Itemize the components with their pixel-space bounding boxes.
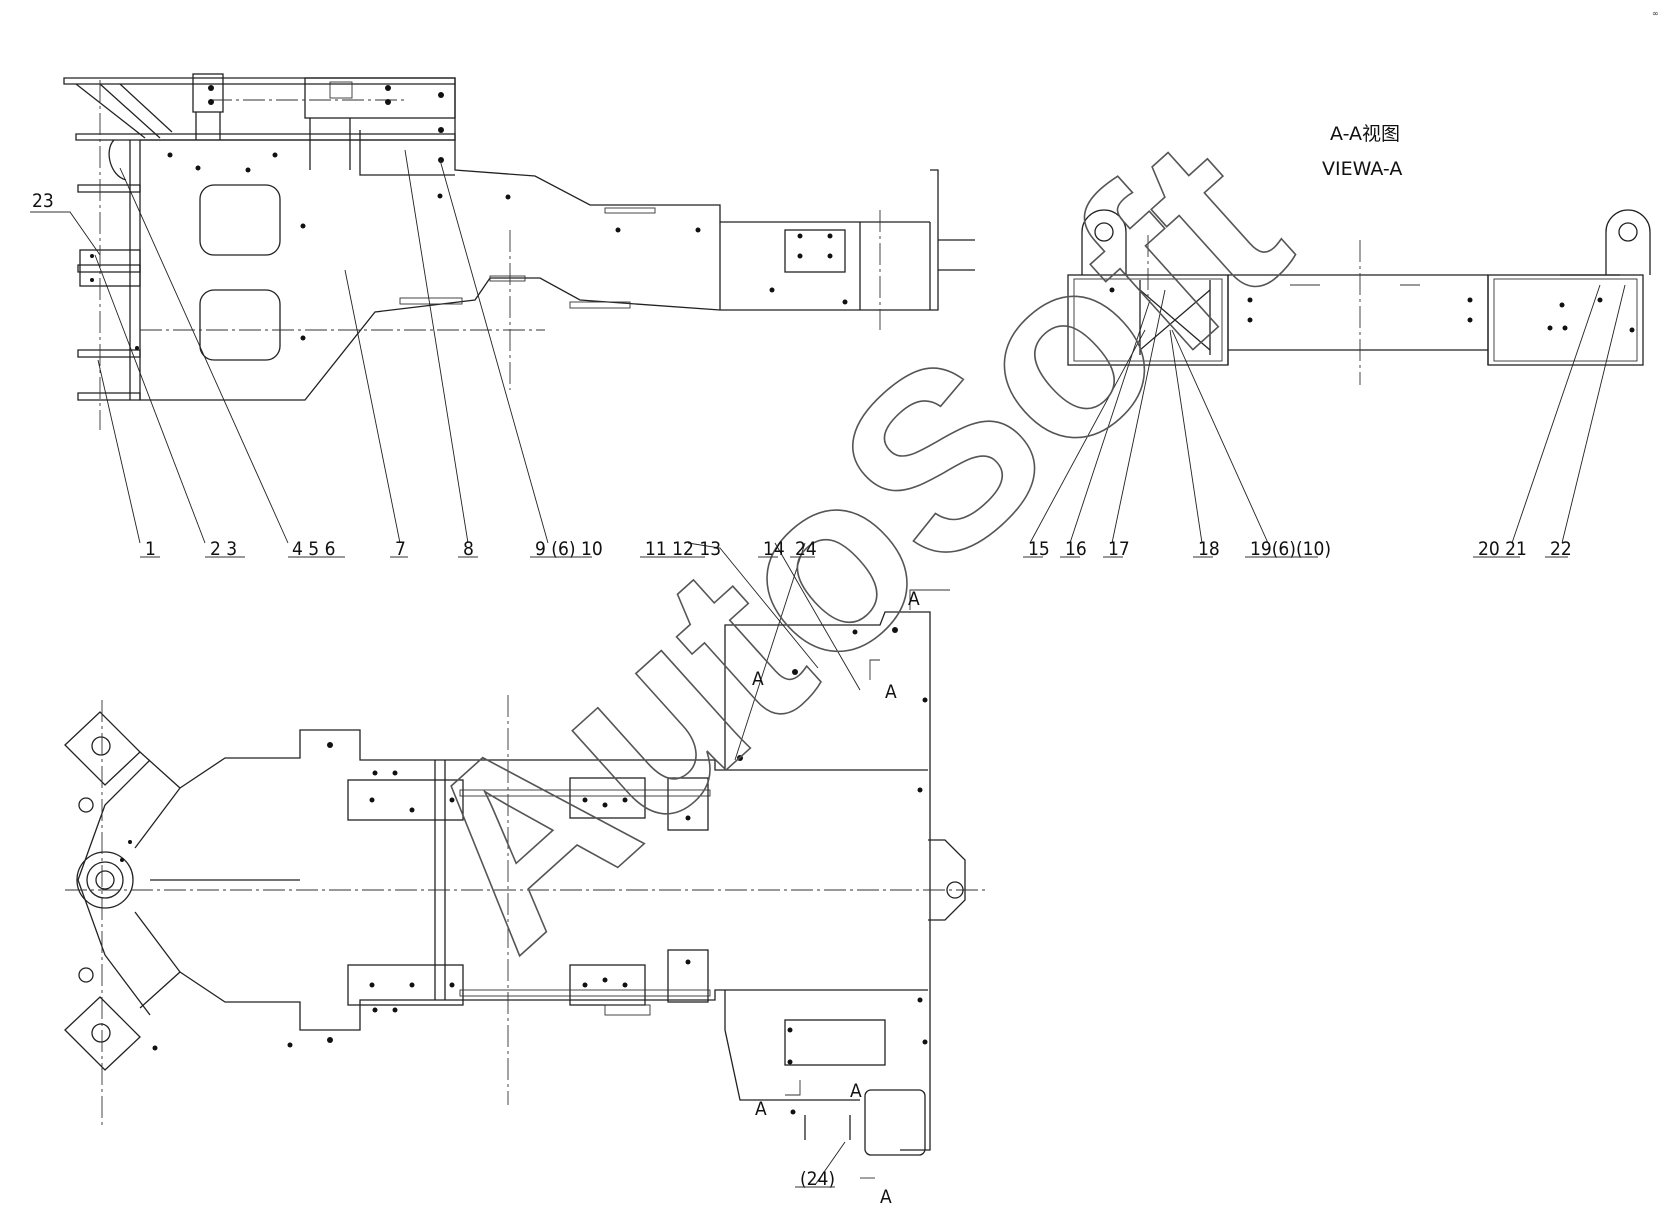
- section-mark-mid-right: A: [885, 681, 897, 703]
- watermark-text: AutoSoft: [364, 86, 1335, 999]
- label-15: 15: [1028, 538, 1050, 560]
- label-16: 16: [1065, 538, 1087, 560]
- label-24-paren: (24): [800, 1168, 835, 1190]
- label-14: 14: [763, 538, 785, 560]
- label-23: 23: [32, 190, 54, 212]
- watermark: AutoSoft: [363, 85, 1335, 1000]
- label-4-5-6: 4 5 6: [292, 538, 335, 560]
- section-mark-mid-left: A: [752, 668, 764, 690]
- section-mark-low-left: A: [755, 1098, 767, 1120]
- corner-mark: ∞: [1652, 9, 1659, 18]
- leader-lines: [32, 149, 1626, 1186]
- label-19-6-10: 19(6)(10): [1250, 538, 1331, 560]
- label-22: 22: [1550, 538, 1572, 560]
- label-underlines: [30, 211, 1568, 1188]
- plan-view: [64, 611, 985, 1156]
- label-11-12-13: 11 12 13: [645, 538, 721, 560]
- view-title-en: VIEWA-A: [1322, 158, 1402, 180]
- label-9-6-10: 9 (6) 10: [535, 538, 603, 560]
- section-mark-bottom: A: [880, 1186, 892, 1208]
- label-24: 24: [795, 538, 817, 560]
- label-1: 1: [145, 538, 156, 560]
- label-20-21: 20 21: [1478, 538, 1527, 560]
- section-view-a-a: A-A视图 VIEWA-A: [1067, 123, 1651, 385]
- section-mark-low-right: A: [850, 1080, 862, 1102]
- label-8: 8: [463, 538, 474, 560]
- view-title-cn: A-A视图: [1330, 123, 1400, 145]
- label-18: 18: [1198, 538, 1220, 560]
- part-labels: 23 1 2 3 4 5 6 7 8 9 (6) 10 11 12 13 14 …: [32, 9, 1659, 1208]
- section-mark-top: A: [908, 588, 920, 610]
- label-2-3: 2 3: [210, 538, 237, 560]
- label-7: 7: [395, 538, 406, 560]
- label-17: 17: [1108, 538, 1130, 560]
